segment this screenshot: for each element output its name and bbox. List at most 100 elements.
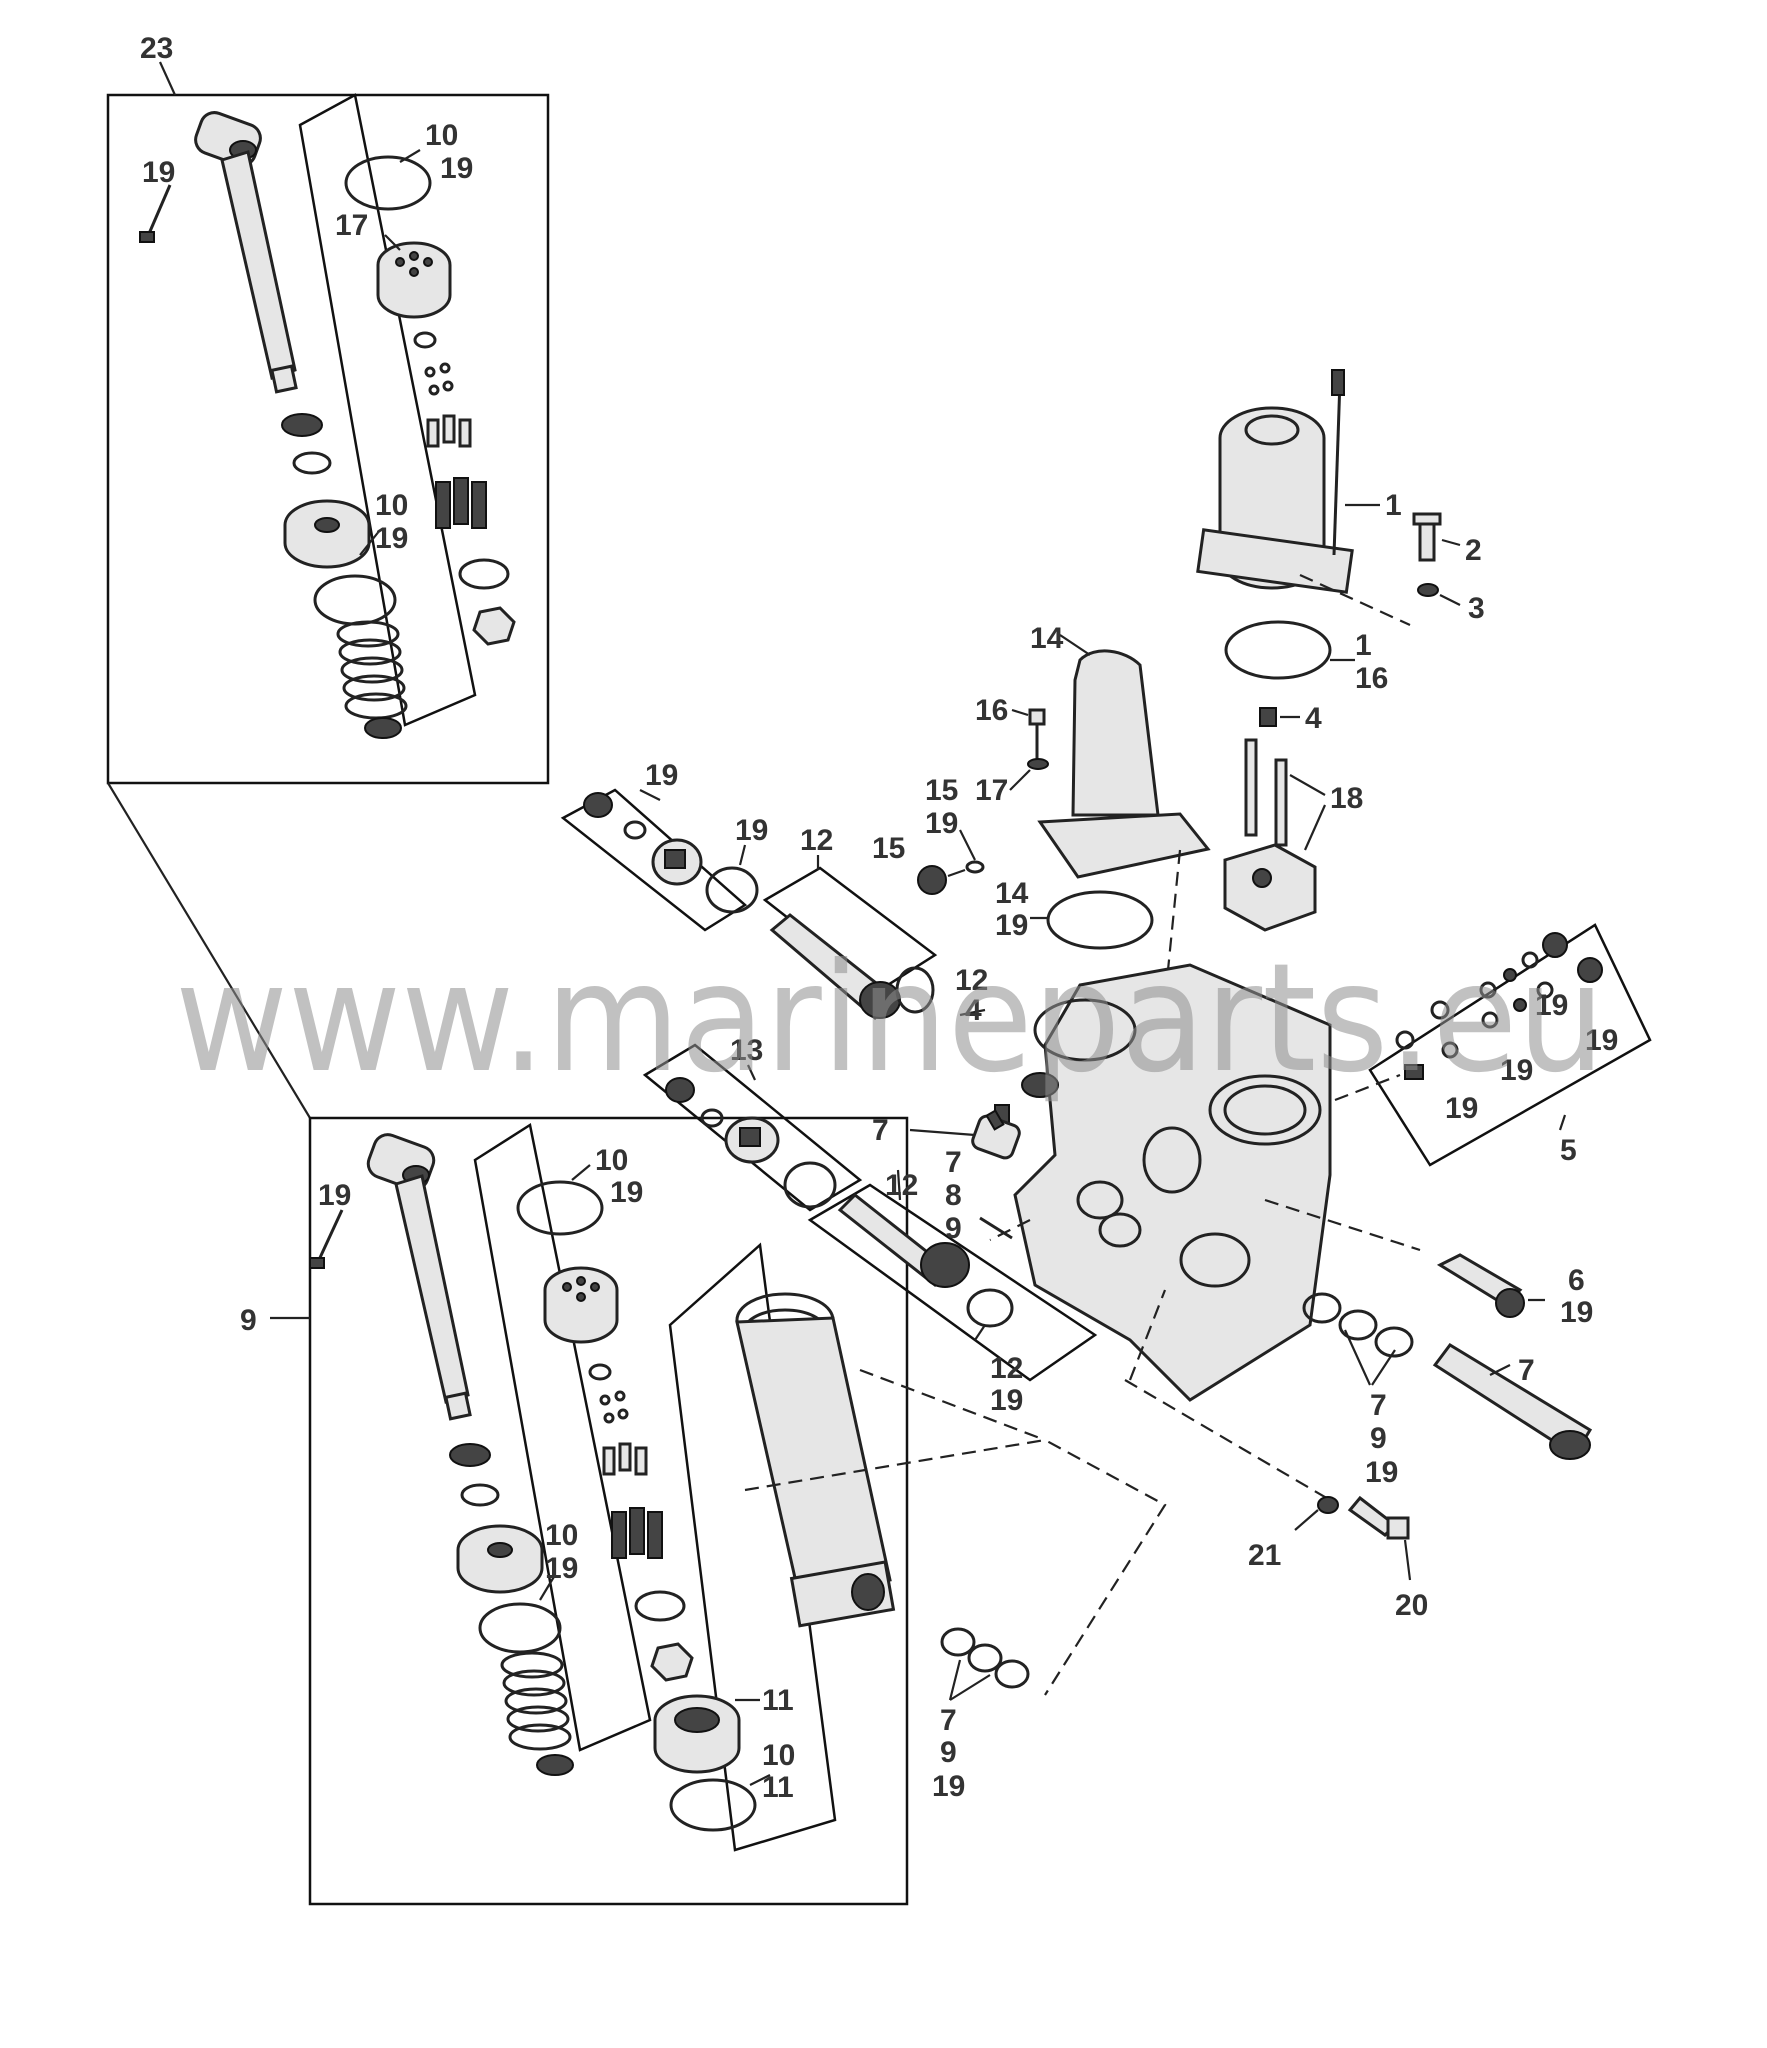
kit-9-group: 19 9 10 19 10 19 11 10 11 <box>240 1116 909 1906</box>
label-7: 7 <box>1518 1354 1535 1387</box>
label-5: 5 <box>1560 1134 1577 1167</box>
bolt-2 <box>1412 512 1442 562</box>
label-19: 19 <box>318 1179 351 1212</box>
label-19: 19 <box>610 1176 643 1209</box>
dashed-routing <box>744 1438 1167 1696</box>
valve-pins-lower <box>602 1442 648 1476</box>
seal-ring-lower-1 <box>449 1443 491 1467</box>
kit-frame-12-lower <box>807 1183 1098 1382</box>
label-9: 9 <box>240 1304 257 1337</box>
label-19: 19 <box>1445 1092 1478 1125</box>
bolts-18 <box>1244 738 1288 847</box>
label-7: 7 <box>945 1146 962 1179</box>
label-19: 19 <box>440 152 473 185</box>
end-cap-11 <box>653 1694 741 1774</box>
label-12: 12 <box>990 1352 1023 1385</box>
seal-ring-upper-1 <box>281 413 323 437</box>
reservoir-14 <box>1037 649 1211 879</box>
label-11: 11 <box>762 1771 794 1804</box>
valve-kit-5-frame <box>1368 923 1652 1167</box>
label-10: 10 <box>545 1519 578 1552</box>
o-ring-15 <box>965 860 985 874</box>
label-21: 21 <box>1248 1539 1281 1572</box>
label-4: 4 <box>1305 702 1322 735</box>
small-o-ring-upper <box>413 331 437 349</box>
valve-piston-upper <box>376 241 452 319</box>
label-23: 23 <box>140 32 173 65</box>
plug-15 <box>917 865 947 895</box>
o-ring-upper-top <box>344 155 432 211</box>
label-9: 9 <box>1370 1422 1387 1455</box>
label-19: 19 <box>1500 1054 1533 1087</box>
screw-19-lower <box>316 1209 344 1263</box>
label-10: 10 <box>375 489 408 522</box>
pin-8 <box>979 1216 1013 1240</box>
lower-o-rings-group: 7 9 19 <box>744 1368 1167 1803</box>
seal-12-lower <box>966 1288 1014 1328</box>
springs-upper-small <box>435 477 487 529</box>
label-13: 13 <box>730 1034 763 1067</box>
label-19: 19 <box>735 814 768 847</box>
label-17: 17 <box>335 209 368 242</box>
label-3: 3 <box>1468 592 1485 625</box>
label-15: 15 <box>872 832 905 865</box>
label-19: 19 <box>925 807 958 840</box>
label-19: 19 <box>995 909 1028 942</box>
nut-lower <box>650 1642 694 1682</box>
label-10: 10 <box>762 1739 795 1772</box>
washer-17 <box>1027 758 1049 770</box>
seal-set-upper <box>583 792 759 914</box>
seal-ring-upper-2 <box>292 451 332 475</box>
seal-set-lower <box>665 1077 837 1209</box>
small-o-ring-lower <box>588 1363 612 1381</box>
o-ring-end-cap <box>669 1778 757 1832</box>
rod-12-lower <box>837 1192 970 1288</box>
label-19: 19 <box>142 156 175 189</box>
label-19: 19 <box>932 1770 965 1803</box>
tilt-cylinder <box>735 1292 896 1628</box>
label-19: 19 <box>990 1384 1023 1417</box>
reservoir-group: 14 16 17 15 19 15 14 19 <box>872 622 1211 1001</box>
label-12: 12 <box>955 964 988 997</box>
seal-12-upper <box>895 966 935 1014</box>
piston-lower <box>456 1524 544 1594</box>
label-17: 17 <box>975 774 1008 807</box>
label-12: 12 <box>885 1169 918 1202</box>
o-ring-lower-top <box>516 1180 604 1236</box>
flat-washer-upper <box>458 558 510 590</box>
label-19: 19 <box>375 522 408 555</box>
valve-piston-lower <box>543 1266 619 1344</box>
label-12: 12 <box>800 824 833 857</box>
check-valves-5 <box>1395 932 1603 1080</box>
label-19: 19 <box>645 759 678 792</box>
valve-subframe-upper <box>298 93 477 727</box>
washer-upper <box>364 717 402 739</box>
washer-3 <box>1417 583 1439 597</box>
valve-subframe-lower <box>473 1122 652 1752</box>
label-14: 14 <box>1030 622 1064 655</box>
valve-kit-5-group: 19 19 19 19 5 <box>1334 923 1652 1167</box>
kit-9-frame <box>308 1116 909 1906</box>
label-7: 7 <box>872 1114 889 1147</box>
kit-connector-line <box>107 782 311 1119</box>
label-8: 8 <box>945 1179 962 1212</box>
label-4: 4 <box>965 994 982 1027</box>
label-7: 7 <box>940 1704 957 1737</box>
piston-upper <box>283 499 371 569</box>
washer-21 <box>1317 1496 1339 1514</box>
kit-23-group: 23 19 10 19 17 10 19 <box>106 32 550 785</box>
valve-6 <box>1436 1253 1525 1318</box>
o-rings-lower-set <box>940 1627 1030 1689</box>
label-20: 20 <box>1395 1589 1428 1622</box>
kit-23-leader <box>158 61 177 96</box>
nut-upper <box>472 606 516 646</box>
label-9: 9 <box>940 1736 957 1769</box>
label-10: 10 <box>595 1144 628 1177</box>
washer-lower <box>536 1754 574 1776</box>
label-11: 11 <box>762 1684 794 1717</box>
label-16: 16 <box>1355 662 1388 695</box>
pump-motor-group: 1 2 3 1 16 4 18 <box>1196 369 1485 932</box>
label-15: 15 <box>925 774 958 807</box>
check-balls-upper <box>424 362 454 396</box>
